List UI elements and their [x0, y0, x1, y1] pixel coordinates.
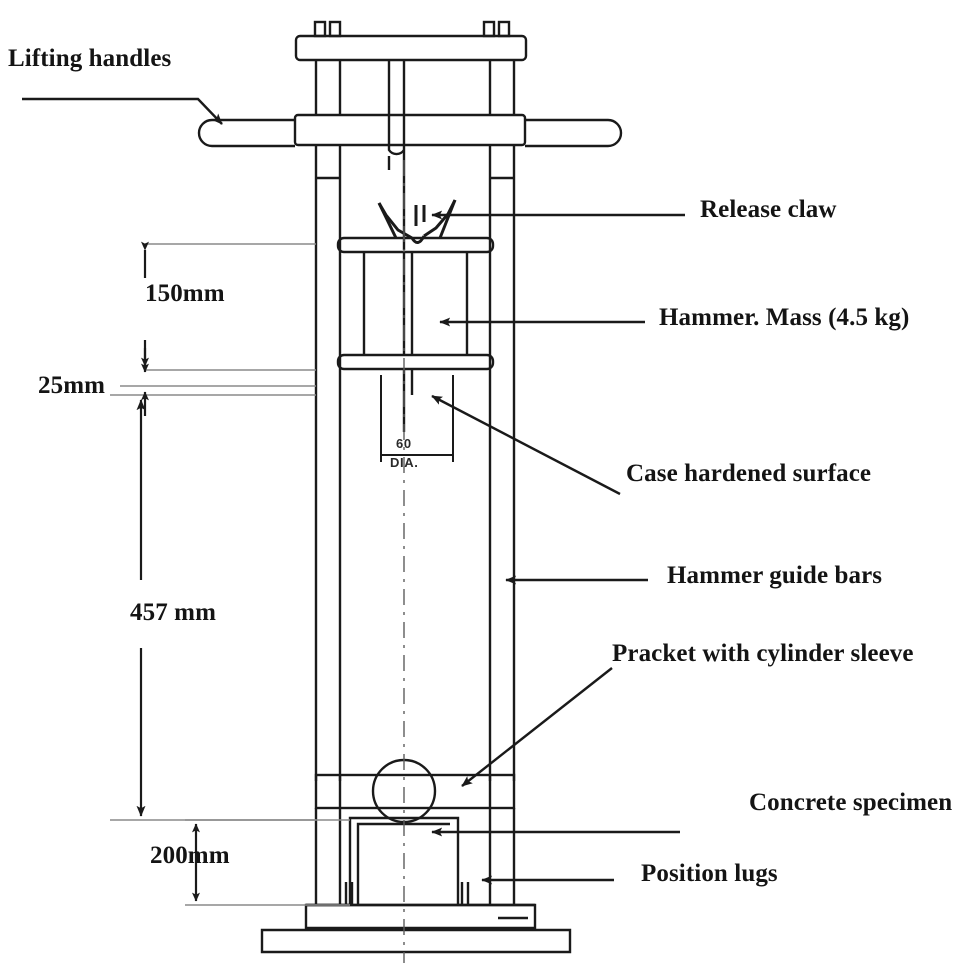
hammer-upper-plate: [336, 236, 495, 254]
upper-guide-posts: [314, 60, 516, 115]
position-lugs: [344, 882, 470, 905]
label-case-hardened-surface: Case hardened surface: [626, 460, 872, 487]
label-position-lugs: Position lugs: [641, 860, 778, 887]
lifting-handle-bar: [197, 113, 623, 148]
dimension-25mm: [120, 348, 316, 416]
label-lifting-handles: Lifting handles: [8, 45, 172, 72]
case-hardened-surface: [402, 252, 414, 432]
leader-lifting-handles: [22, 97, 223, 125]
guide-bar-feet: [314, 808, 516, 905]
apparatus-drawing: [197, 20, 623, 963]
concrete-specimen: [348, 816, 460, 905]
label-hammer-guide-bars: Hammer guide bars: [667, 562, 883, 589]
dimension-label-457mm: 457 mm: [130, 599, 217, 626]
hammer-body: [362, 252, 469, 355]
dimension-lines: [110, 241, 350, 906]
base-plate: [260, 903, 572, 954]
leader-case-hardened-surface: [431, 394, 621, 496]
dimension-label-200mm: 200mm: [150, 842, 230, 869]
leader-lines: [22, 97, 685, 885]
label-hammer-mass: Hammer. Mass (4.5 kg): [659, 304, 910, 331]
bore-diameter-value: 60: [396, 436, 412, 451]
dimension-label-25mm: 25mm: [38, 372, 106, 399]
hammer-lower-plate: [336, 353, 495, 371]
witness-lines: [110, 243, 350, 906]
bore-diameter-unit: DIA.: [390, 455, 419, 470]
bore-diameter-dimension: [380, 375, 454, 462]
guide-post-collars: [314, 145, 516, 180]
release-claw: [377, 199, 457, 244]
hammer-guide-bars: [314, 178, 516, 781]
label-concrete-specimen: Concrete specimen: [749, 789, 953, 816]
dimension-label-150mm: 150mm: [145, 280, 225, 307]
label-bracket-with-cylinder-sleeve: Pracket with cylinder sleeve: [612, 640, 914, 667]
top-cap-plate: [294, 20, 528, 62]
label-release-claw: Release claw: [700, 196, 837, 223]
leader-bracket-sleeve: [461, 667, 613, 787]
